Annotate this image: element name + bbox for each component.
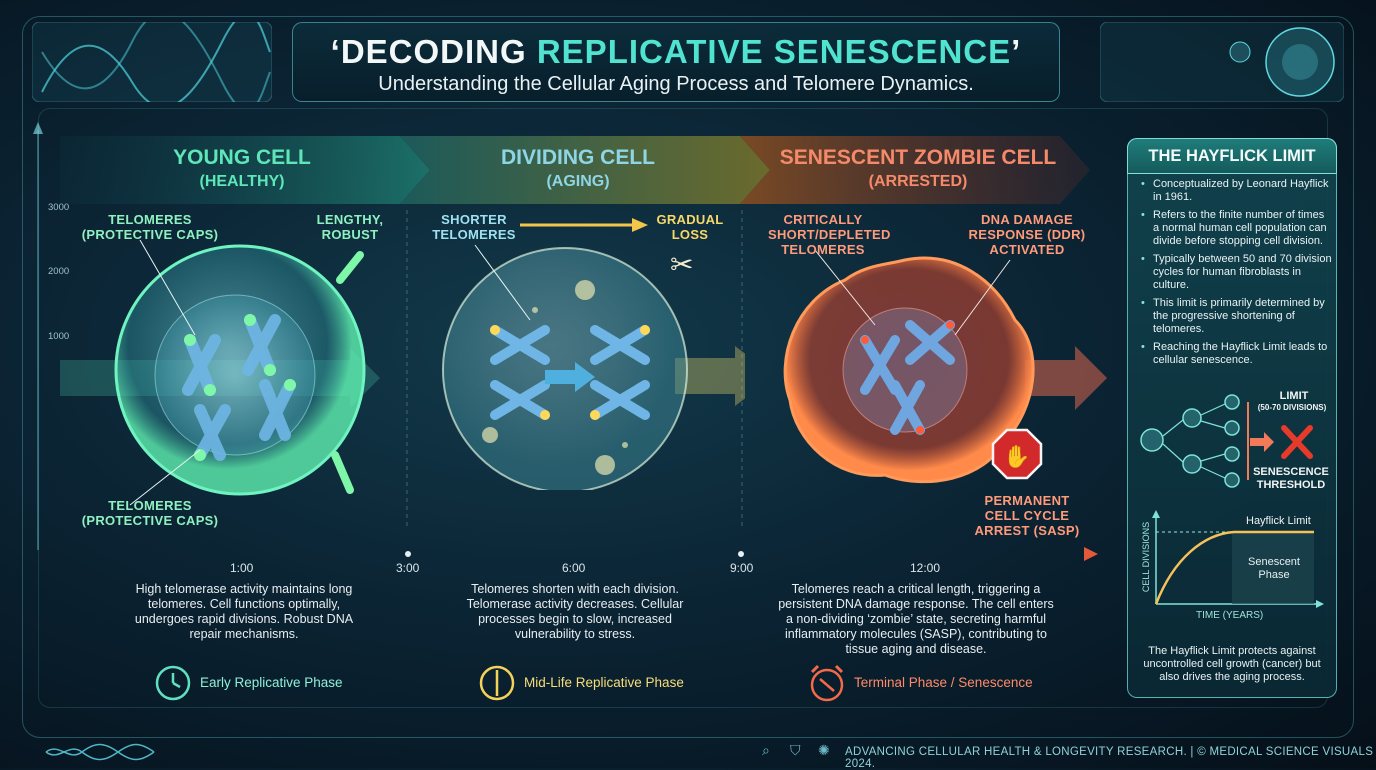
clock-icon — [155, 665, 191, 701]
bullet-item: Reaching the Hayflick Limit leads to cel… — [1137, 341, 1333, 367]
graph-phase-label: Senescent Phase — [1248, 556, 1300, 581]
y-axis — [33, 122, 43, 550]
senescent-cell-illustration: ✋ — [783, 249, 1107, 484]
dna-strand-icon — [45, 743, 155, 761]
scissors-icon: ✂ — [670, 249, 694, 280]
label-dna-damage: DNA DAMAGE RESPONSE (DDR) ACTIVATED — [968, 212, 1086, 257]
stage-title-young: YOUNG CELL(HEALTHY) — [173, 146, 311, 190]
graph-x-label: TIME (YEARS) — [1196, 610, 1264, 621]
description-senescent: Telomeres reach a critical length, trigg… — [778, 582, 1054, 656]
outer-frame — [22, 16, 1354, 738]
timeline-tick: 9:00 — [730, 561, 754, 575]
y-tick: 3000 — [48, 202, 70, 213]
timeline-tick: 6:00 — [562, 561, 586, 575]
dna-helix-decoration-left — [32, 22, 272, 102]
senescence-stop-graphic — [1250, 425, 1313, 459]
label-telomeres-top: TELOMERES (PROTECTIVE CAPS) — [81, 212, 219, 242]
footer-text: ADVANCING CELLULAR HEALTH & LONGEVITY RE… — [845, 746, 1374, 770]
title-box: ‘DECODING REPLICATIVE SENESCENCE’ Unders… — [292, 22, 1060, 102]
phase-terminal: Terminal Phase / Senescence — [854, 675, 1033, 690]
lightbulb-icon: ✺ — [818, 742, 830, 758]
stage-divider — [741, 210, 743, 530]
hayflick-growth-graph — [1152, 510, 1324, 608]
y-tick: 1000 — [48, 331, 70, 342]
timeline-tick: 12:00 — [910, 561, 941, 575]
label-gradual-loss: GRADUAL LOSS — [656, 212, 724, 242]
label-critically-short: CRITICALLY SHORT/DEPLETED TELOMERES — [768, 212, 891, 257]
bullet-item: Refers to the finite number of times a n… — [1137, 209, 1333, 248]
graph-y-label: CELL DIVISIONS — [1141, 521, 1151, 593]
phase-mid-life: Mid-Life Replicative Phase — [524, 675, 684, 690]
loss-arrow — [520, 218, 648, 232]
svg-text:✋: ✋ — [1003, 444, 1030, 470]
page-title: ‘DECODING REPLICATIVE SENESCENCE’ — [330, 33, 1022, 70]
bullet-item: Conceptualized by Leonard Hayflick in 19… — [1137, 178, 1333, 204]
bullet-item: Typically between 50 and 70 division cyc… — [1137, 253, 1333, 292]
limit-label: LIMIT — [1279, 390, 1309, 402]
phase-early: Early Replicative Phase — [200, 675, 343, 690]
cell-decoration-right — [1100, 22, 1344, 102]
hayflick-closing-note: The Hayflick Limit protects against unco… — [1143, 645, 1321, 683]
stage-title-dividing: DIVIDING CELL(AGING) — [500, 146, 655, 190]
shield-icon: ⛉ — [790, 742, 801, 758]
y-tick: 2000 — [48, 266, 70, 277]
stage-divider — [406, 210, 408, 530]
young-cell-illustration — [60, 240, 380, 506]
dividing-cell-illustration — [442, 244, 745, 490]
limit-sub-label: (50-70 DIVISIONS) — [1257, 403, 1327, 412]
label-lengthy-robust: LENGTHY, ROBUST — [316, 212, 384, 242]
label-telomeres-bottom: TELOMERES (PROTECTIVE CAPS) — [81, 498, 219, 528]
timeline-tick: 3:00 — [396, 561, 420, 575]
page-subtitle: Understanding the Cellular Aging Process… — [378, 73, 974, 95]
alarm-clock-icon — [810, 664, 844, 702]
description-dividing: Telomeres shorten with each division. Te… — [466, 582, 684, 641]
label-permanent-arrest: PERMANENT CELL CYCLE ARREST (SASP) — [974, 493, 1080, 538]
threshold-label: SENESCENCE THRESHOLD — [1253, 466, 1329, 491]
timeline-tick: 1:00 — [230, 561, 254, 575]
search-icon: ⌕ — [762, 742, 770, 758]
graph-limit-label: Hayflick Limit — [1246, 515, 1311, 527]
hayflick-bullets: Conceptualized by Leonard Hayflick in 19… — [1137, 178, 1333, 372]
label-shorter-telomeres: SHORTER TELOMERES — [432, 212, 516, 242]
stage-title-senescent: SENESCENT ZOMBIE CELL(ARRESTED) — [779, 146, 1057, 190]
timeline-axis — [62, 547, 1098, 561]
bullet-item: This limit is primarily determined by th… — [1137, 297, 1333, 336]
description-young: High telomerase activity maintains long … — [134, 582, 354, 641]
hayflick-title: THE HAYFLICK LIMIT — [1127, 138, 1337, 174]
stage-banner — [60, 136, 1090, 204]
cell-division-tree — [1140, 394, 1249, 488]
clock-icon — [479, 665, 515, 701]
